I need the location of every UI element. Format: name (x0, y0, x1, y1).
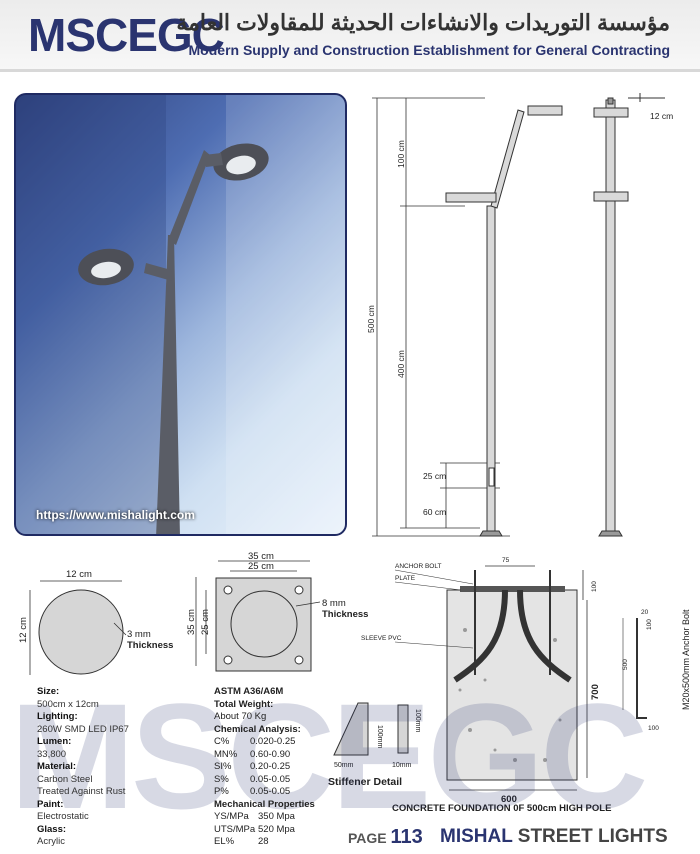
anchor-dim-100b: 100 (648, 725, 659, 732)
product-photo: https://www.mishalight.com (14, 93, 347, 536)
street-light-illustration (16, 95, 345, 534)
pole-elevation-drawing: 100 cm 500 cm 400 cm 25 cm 60 cm 12 cm (366, 93, 673, 537)
luminaire-thickness-2: Thickness (127, 640, 173, 651)
spec-row: C%0.020-0.25 (214, 736, 296, 747)
luminaire-height: 12 cm (18, 617, 29, 643)
company-logo: MSCEGC (28, 9, 225, 61)
dim-25cm: 25 cm (423, 471, 446, 481)
spec-row: EL%28 (214, 836, 269, 847)
anchor-dim-500: 500 (622, 659, 629, 670)
spec-row: SI%0.20-0.25 (214, 761, 291, 772)
astm-label: ASTM A36/A6M (214, 686, 284, 697)
dim-12cm: 12 cm (650, 111, 673, 121)
baseplate-inner-width: 25 cm (248, 561, 274, 572)
luminaire-thickness-1: 3 mm (127, 629, 151, 640)
spec-key: Material: (37, 761, 77, 772)
foundation-title: CONCRETE FOUNDATION 0F 500cm HIGH POLE (392, 803, 612, 814)
dim-60cm: 60 cm (423, 507, 446, 517)
stiffener-detail-drawing: 100mm 100mm 50mm 10mm Stiffener Detail (328, 702, 421, 788)
page-label: PAGE (348, 830, 387, 846)
spec-value: Treated Against Rust (37, 786, 126, 797)
spec-row: MN%0.60-0.90 (214, 748, 291, 760)
spec-value: Carbon Steel (37, 773, 93, 785)
spec-value: Electrostatic (37, 811, 89, 822)
luminaire-width: 12 cm (66, 569, 92, 580)
page-number-value: 113 (390, 826, 423, 848)
spec-value: 33,800 (37, 748, 67, 760)
spec-value: 260W SMD LED IP67 (37, 723, 129, 735)
baseplate-outer-width: 35 cm (248, 551, 274, 562)
dim-400cm: 400 cm (396, 350, 406, 378)
baseplate-inner-height: 25 cm (200, 609, 211, 635)
spec-key: Lumen: (37, 736, 72, 747)
stiffener-height-2: 100mm (414, 709, 421, 733)
foundation-height: 700 (590, 684, 601, 700)
dim-75: 75 (502, 557, 510, 564)
luminaire-top-view: 12 cm 12 cm 3 mm Thickness (18, 569, 173, 675)
dim-100cm: 100 cm (396, 140, 406, 168)
spec-key: Size: (37, 686, 60, 697)
weight-label: Total Weight: (214, 698, 274, 710)
foundation-drawing: ANCHOR BOLT PLATE SLEEVE PVC 75 100 500 … (361, 557, 691, 805)
header: MSCEGC مؤسسة التوريدات والانشاءات الحديث… (0, 0, 700, 72)
stiffener-height-1: 100mm (376, 725, 383, 749)
baseplate-drawing: 35 cm 25 cm 35 cm 25 cm 8 mm Thickness (186, 551, 368, 672)
baseplate-outer-height: 35 cm (186, 609, 197, 635)
dim-500cm: 500 cm (366, 305, 376, 333)
stiffener-title: Stiffener Detail (328, 776, 402, 788)
anchor-bolt-spec: M20x500mm Anchor Bolt (681, 609, 691, 710)
chemical-specs: ASTM A36/A6M Total Weight: About 70 Kg C… (214, 686, 315, 849)
baseplate-thickness-value: 8 mm (322, 598, 346, 609)
sleeve-label: SLEEVE PVC (361, 635, 402, 642)
foundation-width: 600 (501, 794, 517, 805)
anchor-dim-100a: 100 (646, 619, 653, 630)
mechanical-label: Mechanical Properties (214, 798, 315, 810)
spec-row: P%0.05-0.05 (214, 786, 291, 797)
stiffener-width-1: 50mm (334, 762, 354, 769)
page-number: PAGE 113 (348, 826, 423, 849)
spec-key: Lighting: (37, 711, 78, 722)
brand-street-lights: STREET LIGHTS (517, 826, 668, 847)
spec-value: Acrylic (37, 836, 65, 847)
spec-key: Paint: (37, 798, 64, 810)
arabic-company-title: مؤسسة التوريدات والانشاءات الحديثة للمقا… (176, 10, 670, 35)
brand-name: MISHAL STREET LIGHTS (440, 826, 668, 848)
spec-key: Glass: (37, 823, 67, 835)
english-company-title: Modern Supply and Construction Establish… (188, 42, 670, 58)
chemical-analysis-label: Chemical Analysis: (214, 723, 301, 735)
stiffener-width-2: 10mm (392, 762, 412, 769)
website-url[interactable]: https://www.mishalight.com (36, 508, 195, 522)
spec-value: 500cm x 12cm (37, 698, 99, 710)
plate-label: PLATE (395, 575, 416, 582)
anchor-bolt-label: ANCHOR BOLT (395, 563, 441, 570)
brand-mishal: MISHAL (440, 826, 513, 847)
dim-100: 100 (591, 581, 598, 592)
spec-row: S%0.05-0.05 (214, 773, 291, 785)
baseplate-thickness-label: Thickness (322, 609, 368, 620)
anchor-dim-20: 20 (641, 609, 649, 616)
weight-value: About 70 Kg (214, 711, 267, 722)
